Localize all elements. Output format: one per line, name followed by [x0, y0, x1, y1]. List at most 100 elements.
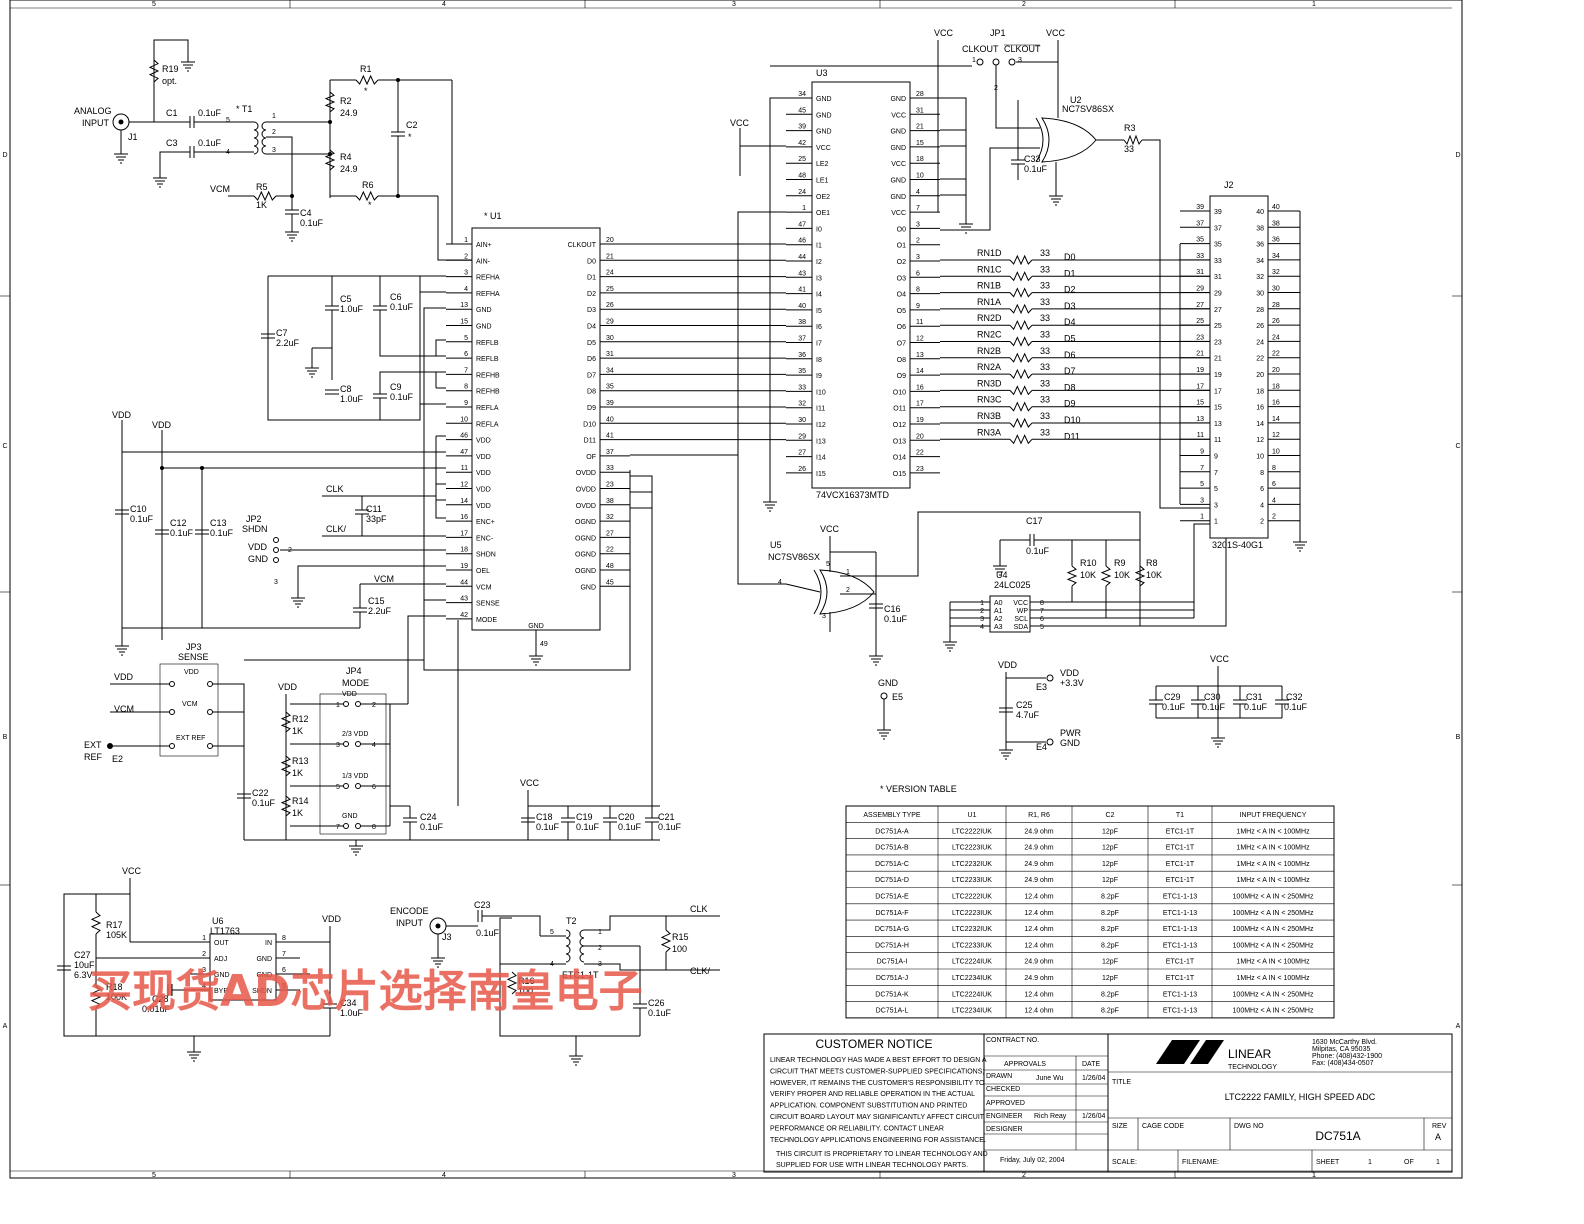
u3-pin-number: 44	[798, 254, 806, 261]
r8-label: R8	[1146, 558, 1158, 568]
u3-pin-name: I11	[816, 406, 825, 413]
u2-wire	[940, 147, 1040, 231]
c1-label: C1	[166, 108, 178, 118]
resistor-icon	[1100, 565, 1112, 587]
u1-pin-name: OGND	[575, 519, 596, 526]
resistor-icon	[324, 149, 336, 171]
transformer-coil-icon	[565, 937, 571, 947]
t2-part: ETC1-1T	[562, 970, 599, 980]
u4-pin-name: A2	[994, 616, 1003, 623]
r14-value: 1K	[292, 808, 303, 818]
j2-pin-number: 32	[1256, 274, 1264, 281]
c24-value: 0.1uF	[420, 822, 444, 832]
sheet-of-label: OF	[1404, 1159, 1414, 1166]
version-table-cell: 8.2pF	[1101, 991, 1119, 998]
resistor-icon	[355, 190, 379, 202]
border-col-label: 5	[152, 1172, 156, 1179]
j2-pin-number: 38	[1272, 220, 1280, 227]
u3-pin-number: 23	[916, 466, 924, 473]
u3-pin-number: 31	[916, 107, 924, 114]
u3-pin-number: 6	[916, 270, 920, 277]
c13-value: 0.1uF	[210, 528, 234, 538]
vdd-label: VDD	[1060, 668, 1080, 678]
j2-pin-number: 9	[1214, 454, 1218, 461]
u1-pin-number: 15	[460, 319, 468, 326]
wire	[266, 136, 293, 210]
resistor-icon	[324, 91, 336, 113]
u1-pin-number: 7	[464, 367, 468, 374]
u1-pin-name: GND	[476, 324, 492, 331]
j2-pin-number: 39	[1214, 209, 1222, 216]
vcc-label: VCC	[820, 524, 840, 534]
c15-label: C15	[368, 596, 385, 606]
resnet-resistor-icon	[1009, 303, 1033, 315]
border-row-label: B	[3, 734, 8, 741]
pin-number: 5	[226, 117, 230, 124]
u4-part: 24LC025	[994, 580, 1031, 590]
pin-number: 8	[282, 935, 286, 942]
u3-pin-name: I14	[816, 455, 826, 462]
resistor-icon	[1134, 565, 1146, 587]
c3-value: 0.1uF	[198, 138, 222, 148]
transformer-coil-icon	[579, 953, 585, 963]
r3-label: R3	[1124, 123, 1136, 133]
c8-label: C8	[340, 384, 352, 394]
r4-label: R4	[340, 152, 352, 162]
u3-pin-name: O0	[897, 226, 906, 233]
clk-n-net-label: CLK/	[326, 524, 347, 534]
resistor-icon	[280, 795, 292, 817]
j2-pin-number: 18	[1256, 388, 1264, 395]
u1-pin-number: 20	[606, 237, 614, 244]
u3-pin-name: O5	[897, 308, 906, 315]
company-address: 1630 McCarthy Blvd.	[1312, 1039, 1377, 1046]
r17-label: R17	[106, 920, 123, 930]
version-table-cell: 24.9 ohm	[1024, 861, 1053, 868]
vdd-label: VDD	[112, 410, 132, 420]
analog-input-label: INPUT	[82, 118, 110, 128]
c7-value: 2.2uF	[276, 338, 300, 348]
encode-input-label: ENCODE	[390, 906, 429, 916]
j2-pin-number: 4	[1272, 497, 1276, 504]
vcm-label: VCM	[374, 574, 394, 584]
u1-pin-name: D7	[587, 372, 596, 379]
j2-pin-number: 26	[1272, 318, 1280, 325]
u3-pin-number: 18	[916, 156, 924, 163]
version-table-header: ASSEMBLY TYPE	[863, 812, 921, 819]
r19-label: R19	[162, 64, 179, 74]
u3-pin-number: 20	[916, 433, 924, 440]
pin-number: 8	[1040, 600, 1044, 607]
u3-pin-number: 13	[916, 352, 924, 359]
data-net-label: D11	[1064, 431, 1080, 441]
company-address: Phone: (408)432-1900	[1312, 1053, 1382, 1060]
u2-ref: U2	[1070, 95, 1082, 105]
resnet-resistor-icon	[1009, 352, 1033, 364]
u3-pin-name: I9	[816, 373, 822, 380]
clk-net-label: CLK	[690, 904, 708, 914]
u1-pin-number: 43	[460, 596, 468, 603]
u3-pin-name: I3	[816, 275, 822, 282]
j2-pin-number: 16	[1256, 405, 1264, 412]
u3-pin-name: O1	[897, 243, 906, 250]
u1-pin-name: VDD	[476, 438, 491, 445]
j2-pin-number: 28	[1256, 307, 1264, 314]
j2-pin-number: 10	[1256, 454, 1264, 461]
u3-pin-number: 3	[916, 221, 920, 228]
u4-ref: U4	[996, 570, 1008, 580]
c28-value: 0.01uF	[142, 1004, 171, 1014]
resnet-value: 33	[1040, 427, 1050, 437]
c27-voltage: 6.3V	[74, 970, 93, 980]
u3-pin-number: 12	[916, 336, 924, 343]
c2-star: *	[408, 132, 412, 142]
transformer-coil-icon	[253, 121, 259, 131]
pin-number: 3	[202, 967, 206, 974]
version-table-cell: DC751A-F	[875, 910, 908, 917]
pin-number: 2	[272, 129, 276, 136]
j2-pin-number: 31	[1196, 269, 1204, 276]
u3-pin-number: 22	[916, 450, 924, 457]
j2-pin-number: 2	[1260, 519, 1264, 526]
c20-label: C20	[618, 812, 635, 822]
pin-number: 1	[846, 569, 850, 576]
checked-label: CHECKED	[986, 1086, 1020, 1093]
u3-pin-number: 38	[798, 319, 806, 326]
ain-plus-wire	[451, 80, 472, 245]
